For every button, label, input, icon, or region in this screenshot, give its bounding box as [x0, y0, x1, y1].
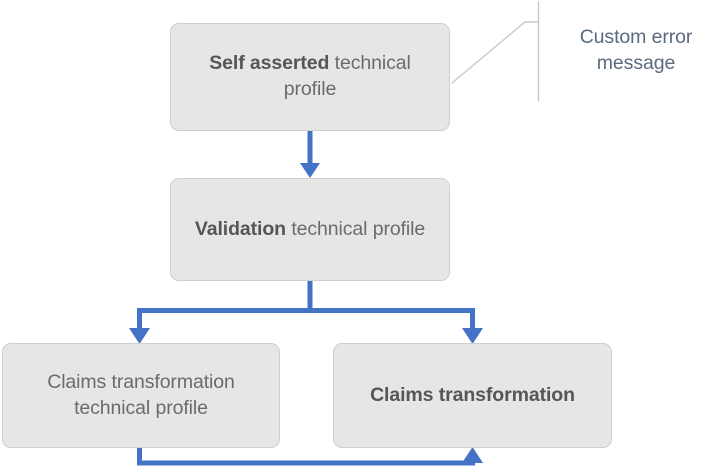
node-self-asserted-label: Self asserted technical profile: [185, 51, 435, 103]
callout-leader-line: [451, 1, 540, 102]
node-claims-transformation[interactable]: Claims transformation: [333, 343, 612, 448]
node-claims-transformation-technical-profile[interactable]: Claims transformation technical profile: [2, 343, 280, 448]
arrow-self-asserted-to-validation: [300, 131, 320, 178]
node-claims-transformation-label: Claims transformation: [348, 383, 597, 409]
node-claims-transformation-tp-label: Claims transformation technical profile: [17, 370, 265, 422]
node-self-asserted-regular-text: technical profile: [283, 52, 411, 100]
callout-line-2: message: [596, 52, 676, 75]
node-self-asserted-bold-text: Self asserted: [209, 52, 330, 75]
callout-line-1: Custom error: [579, 26, 693, 48]
node-claims-transformation-bold-text: Claims transformation: [370, 383, 575, 406]
callout-custom-error-message: Custom error message: [556, 24, 716, 77]
arrow-claims-tp-to-claims-transformation: [137, 447, 483, 466]
node-validation-regular-text: technical profile: [286, 217, 426, 240]
node-validation-technical-profile[interactable]: Validation technical profile: [170, 178, 450, 281]
node-validation-label: Validation technical profile: [185, 217, 435, 243]
node-claims-transformation-tp-regular-text: Claims transformation technical profile: [47, 370, 235, 419]
node-validation-bold-text: Validation: [194, 217, 286, 240]
node-self-asserted-technical-profile[interactable]: Self asserted technical profile: [170, 23, 450, 131]
arrow-validation-branch: [129, 281, 483, 344]
